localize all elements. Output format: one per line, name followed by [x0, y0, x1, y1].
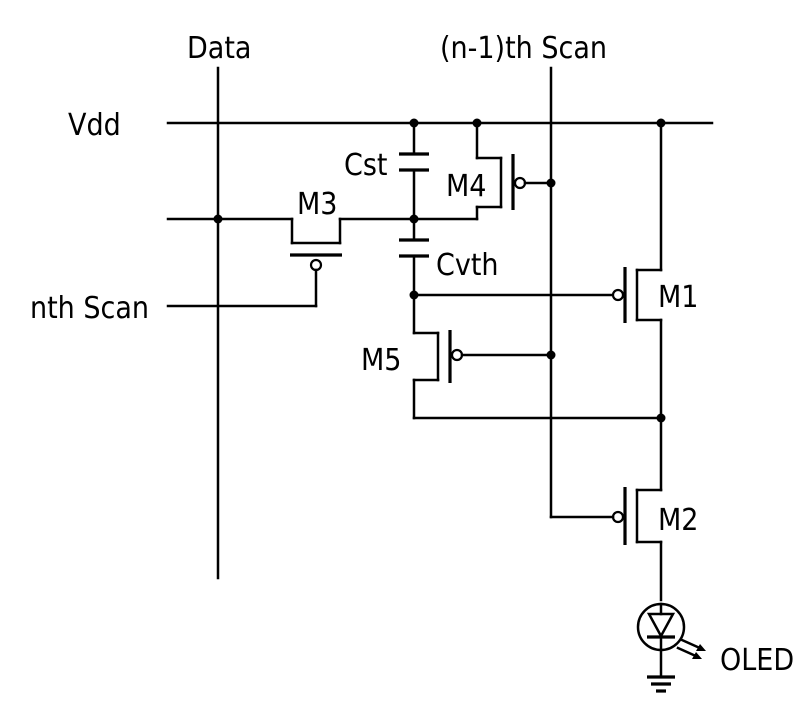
- label-vdd: Vdd: [68, 108, 121, 143]
- m3-transistor: [290, 219, 414, 306]
- m5-transistor: [414, 330, 551, 418]
- m4-gate-bubble: [515, 178, 525, 188]
- label-m1: M1: [658, 280, 698, 315]
- ground-symbol: [647, 677, 675, 691]
- m3-gate-bubble: [311, 260, 321, 270]
- label-nth-scan: nth Scan: [30, 291, 149, 326]
- label-oled: OLED: [720, 643, 794, 678]
- label-prev-scan: (n-1)th Scan: [440, 31, 607, 66]
- m5-gate-bubble: [452, 350, 462, 360]
- label-m3: M3: [297, 187, 337, 222]
- m1-transistor: [613, 267, 661, 323]
- label-cvth: Cvth: [436, 248, 499, 283]
- label-data: Data: [187, 31, 251, 66]
- label-m4: M4: [446, 169, 486, 204]
- m1-gate-bubble: [613, 290, 623, 300]
- label-m5: M5: [361, 343, 401, 378]
- label-m2: M2: [658, 503, 698, 538]
- cst-capacitor: [399, 154, 429, 170]
- oled-diode: [638, 604, 706, 659]
- m2-gate-bubble: [613, 512, 623, 522]
- label-cst: Cst: [344, 148, 388, 183]
- cvth-capacitor: [399, 240, 429, 256]
- m2-transistor: [551, 487, 661, 545]
